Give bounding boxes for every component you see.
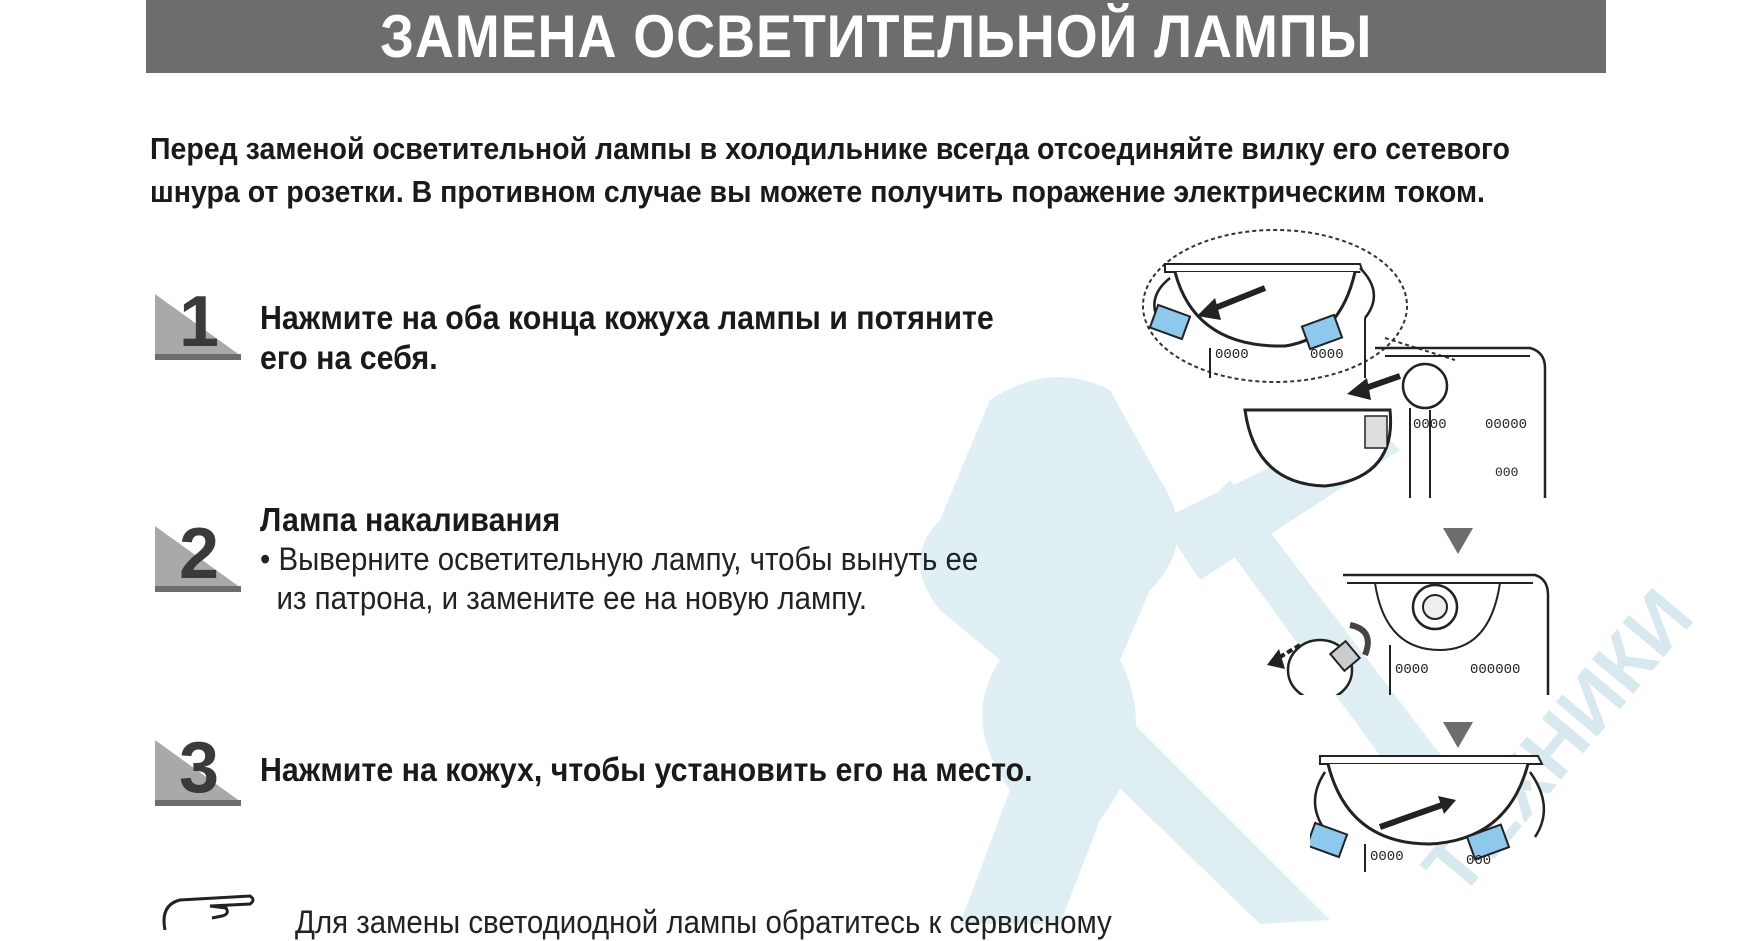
note-text: Для замены светодиодной лампы обратитесь… [295, 904, 1112, 940]
svg-text:00000: 00000 [1485, 417, 1527, 433]
step-line-1: Нажмите на кожух, чтобы установить его н… [260, 751, 1033, 788]
arrow-down-icon [1443, 722, 1473, 748]
svg-text:000: 000 [1495, 465, 1518, 480]
step-heading: Лампа накаливания [260, 501, 561, 538]
step-line-1: • Выверните осветительную лампу, чтобы в… [260, 541, 979, 577]
svg-text:0000: 0000 [1310, 347, 1344, 363]
intro-line-1: Перед заменой осветительной лампы в холо… [150, 131, 1510, 166]
step-number: 2 [178, 514, 220, 594]
title-bar: ЗАМЕНА ОСВЕТИТЕЛЬНОЙ ЛАМПЫ [146, 0, 1606, 73]
svg-text:0000: 0000 [1370, 849, 1404, 865]
unscrew-bulb-illustration: 0000 000000 [1267, 573, 1550, 695]
intro-line-2: шнура от розетки. В противном случае вы … [150, 174, 1485, 209]
step-number-badge: 1 [155, 286, 241, 360]
arrow-down-icon [1443, 528, 1473, 554]
step-text: Лампа накаливания • Выверните осветитель… [260, 500, 978, 618]
step-number-badge: 3 [155, 732, 241, 806]
step-text: Нажмите на оба конца кожуха лампы и потя… [260, 298, 994, 378]
step-number: 1 [178, 282, 220, 362]
svg-text:0000: 0000 [1215, 347, 1249, 363]
page-title: ЗАМЕНА ОСВЕТИТЕЛЬНОЙ ЛАМПЫ [379, 2, 1373, 70]
step-line-2: из патрона, и замените ее на новую лампу… [276, 580, 868, 616]
svg-text:000: 000 [1466, 853, 1491, 869]
pointing-hand-icon [162, 894, 255, 930]
svg-text:000000: 000000 [1470, 662, 1520, 678]
remove-cover-illustration: 0000 0000 0000 00000 000 [1142, 229, 1547, 498]
step-text: Нажмите на кожух, чтобы установить его н… [260, 750, 1033, 790]
intro-warning: Перед заменой осветительной лампы в холо… [150, 127, 1510, 213]
step-number-badge: 2 [155, 518, 241, 592]
replace-cover-illustration: 0000 000 [1310, 755, 1546, 872]
step-line-1: Нажмите на оба конца кожуха лампы и потя… [260, 299, 994, 336]
svg-text:0000: 0000 [1395, 662, 1429, 678]
step-number: 3 [178, 728, 220, 808]
step-line-2: его на себя. [260, 339, 438, 376]
